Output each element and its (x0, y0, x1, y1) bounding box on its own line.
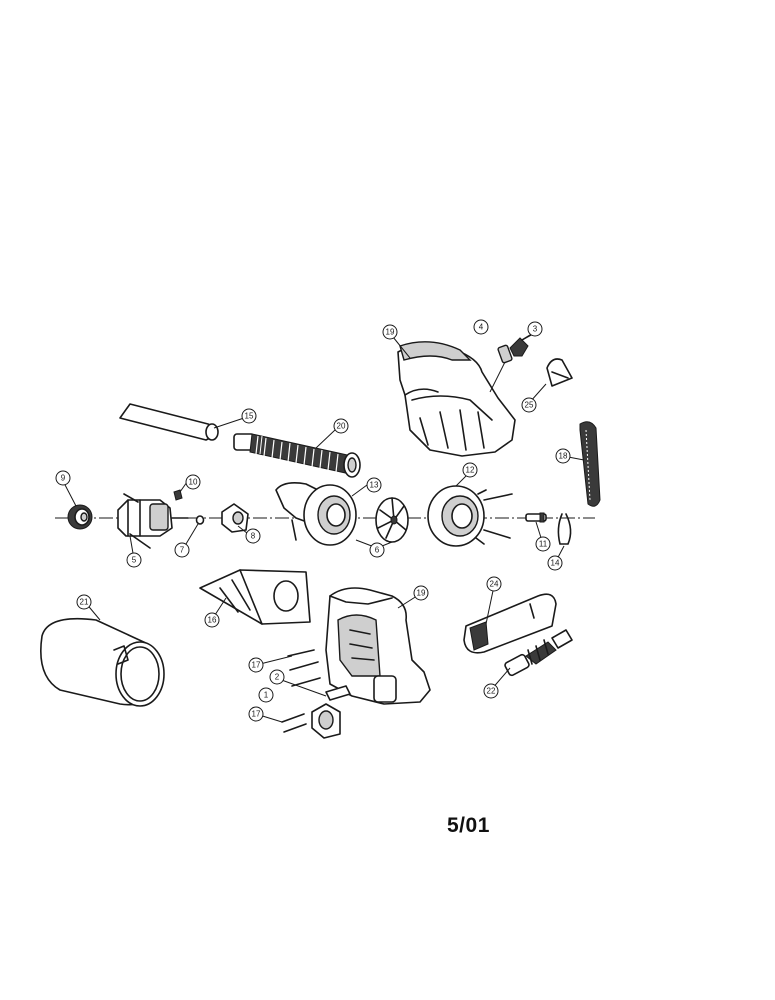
svg-text:24: 24 (490, 580, 499, 589)
svg-text:5: 5 (132, 556, 137, 565)
part-24-attachment-housing (463, 593, 557, 654)
part-17-screws (281, 649, 321, 733)
callout-20: 20 (333, 418, 349, 434)
part-3-switch-lever (509, 333, 533, 357)
svg-text:20: 20 (337, 422, 346, 431)
part-22-brush-roll (504, 629, 573, 677)
callout-19-top: 19 (382, 324, 398, 340)
part-10-screw (173, 489, 183, 501)
part-19-upper-housing (397, 341, 516, 457)
part-6-impeller (375, 497, 409, 543)
svg-text:25: 25 (525, 401, 534, 410)
part-12-rear-housing (427, 485, 513, 547)
part-14-belt-loop (557, 513, 572, 545)
callout-18: 18 (555, 448, 571, 464)
callout-13: 13 (366, 477, 382, 493)
svg-text:22: 22 (487, 687, 496, 696)
callout-17-upper: 17 (248, 657, 264, 673)
callout-7: 7 (174, 542, 190, 558)
callout-9: 9 (55, 470, 71, 486)
callout-1: 1 (258, 687, 274, 703)
part-2-latch (325, 685, 351, 701)
part-8-coupler (221, 503, 249, 533)
callout-19-lower: 19 (413, 585, 429, 601)
callout-21: 21 (76, 594, 92, 610)
svg-text:12: 12 (466, 466, 475, 475)
part-21-canister (40, 617, 165, 707)
svg-text:17: 17 (252, 661, 261, 670)
callout-8: 8 (245, 528, 261, 544)
svg-text:3: 3 (533, 325, 538, 334)
svg-text:1: 1 (264, 691, 269, 700)
callout-4: 4 (473, 319, 489, 335)
svg-text:9: 9 (61, 474, 66, 483)
svg-text:19: 19 (386, 328, 395, 337)
svg-text:19: 19 (417, 589, 426, 598)
part-5-motor (117, 493, 189, 549)
svg-text:8: 8 (251, 532, 256, 541)
svg-text:18: 18 (559, 452, 568, 461)
part-9-bearing (67, 504, 93, 530)
callout-24: 24 (486, 576, 502, 592)
callout-11: 11 (535, 536, 551, 552)
callout-15: 15 (241, 408, 257, 424)
part-13-fan-housing (275, 482, 357, 546)
svg-text:7: 7 (180, 546, 185, 555)
callout-14: 14 (547, 555, 563, 571)
part-7-washer (195, 515, 205, 525)
callout-25: 25 (521, 397, 537, 413)
svg-text:6: 6 (375, 546, 380, 555)
part-19-lower-housing (325, 587, 431, 705)
callout-12: 12 (462, 462, 478, 478)
svg-text:17: 17 (252, 710, 261, 719)
callout-3: 3 (527, 321, 543, 337)
svg-text:16: 16 (208, 616, 217, 625)
part-4-switch (489, 344, 513, 393)
part-25-button-cap (546, 358, 573, 387)
part-1-nozzle-ring (311, 703, 341, 739)
part-15-crevice-tube (119, 403, 219, 441)
svg-text:2: 2 (275, 673, 280, 682)
svg-text:15: 15 (245, 412, 254, 421)
callout-6: 6 (369, 542, 385, 558)
callout-10: 10 (185, 474, 201, 490)
date-code: 5/01 (447, 814, 490, 837)
callout-22: 22 (483, 683, 499, 699)
part-18-belt (579, 421, 601, 507)
part-11-shaft-pin (525, 512, 547, 523)
part-16-filter-bag (199, 569, 311, 625)
callout-2: 2 (269, 669, 285, 685)
svg-text:11: 11 (539, 540, 548, 549)
svg-text:10: 10 (189, 478, 198, 487)
callout-5: 5 (126, 552, 142, 568)
callout-17-lower: 17 (248, 706, 264, 722)
part-20-flex-hose (233, 433, 361, 478)
svg-text:14: 14 (551, 559, 560, 568)
svg-text:21: 21 (80, 598, 89, 607)
svg-text:4: 4 (479, 323, 484, 332)
svg-text:13: 13 (370, 481, 379, 490)
callout-16: 16 (204, 612, 220, 628)
